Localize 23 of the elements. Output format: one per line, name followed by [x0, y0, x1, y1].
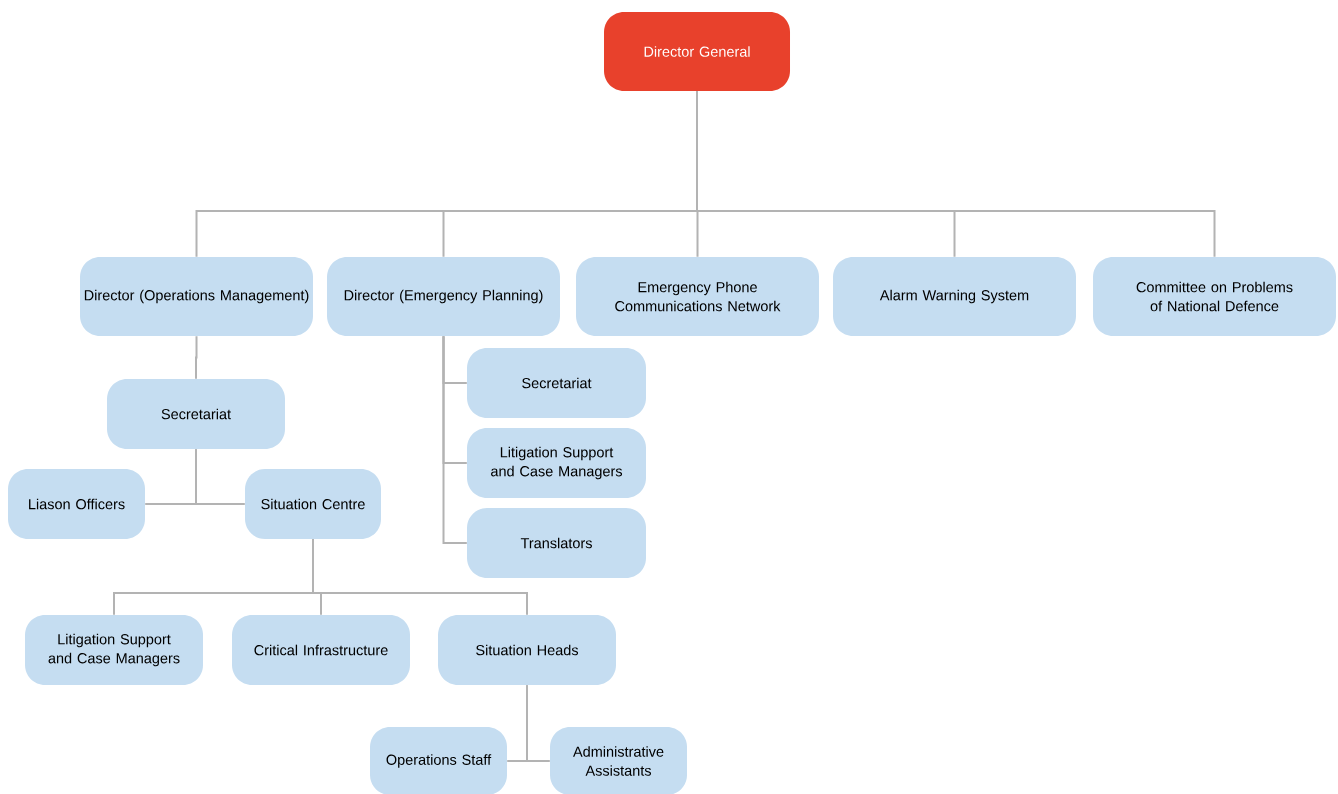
unit-box: Liason Officers — [8, 469, 145, 539]
unit-box: Translators — [467, 508, 646, 578]
unit-box: Secretariat — [467, 348, 646, 418]
connector-line — [195, 335, 198, 380]
unit-box: Critical Infrastructure — [232, 615, 410, 685]
connector-line — [696, 90, 1216, 258]
unit-box: Situation Heads — [438, 615, 616, 685]
unit-box: Litigation Support and Case Managers — [467, 428, 646, 498]
unit-box: Director (Operations Management) — [80, 257, 313, 336]
director-box: Director General — [604, 12, 790, 91]
connector-line — [312, 538, 528, 616]
unit-box: Litigation Support and Case Managers — [25, 615, 203, 685]
connector-line — [195, 448, 246, 505]
unit-box: Situation Centre — [245, 469, 381, 539]
unit-box: Committee on Problems of National Defence — [1093, 257, 1336, 336]
unit-box: Secretariat — [107, 379, 285, 449]
unit-box: Alarm Warning System — [833, 257, 1076, 336]
unit-box: Administrative Assistants — [550, 727, 687, 794]
unit-box: Emergency Phone Communications Network — [576, 257, 819, 336]
unit-box: Operations Staff — [370, 727, 507, 794]
connector-line — [442, 335, 468, 544]
connector-line — [526, 684, 551, 762]
unit-box: Director (Emergency Planning) — [327, 257, 560, 336]
